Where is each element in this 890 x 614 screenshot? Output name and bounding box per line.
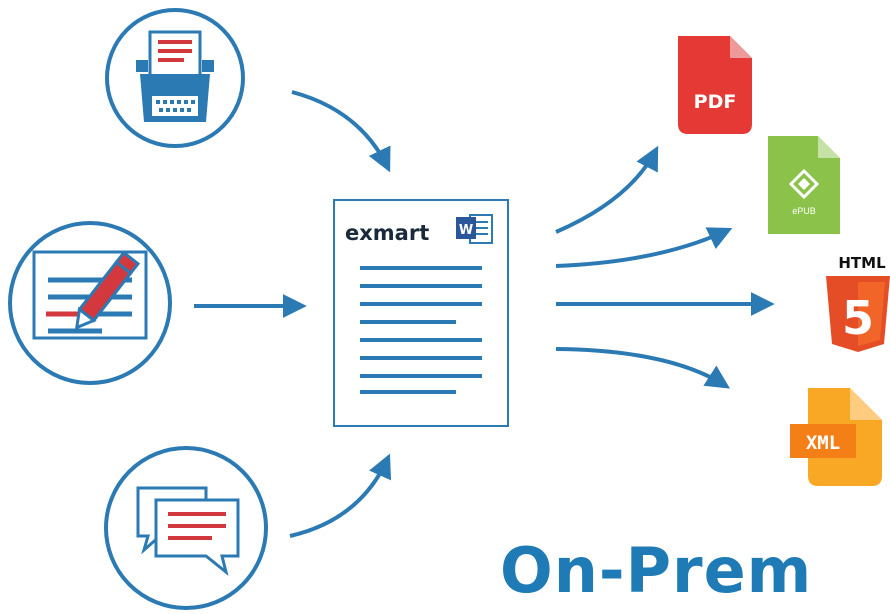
epub-logo bbox=[788, 168, 820, 200]
typewriter-input bbox=[105, 8, 245, 148]
xml-label: XML bbox=[806, 432, 840, 454]
brand-text: exmart bbox=[345, 221, 429, 245]
arrow-document-to-pdf bbox=[555, 145, 659, 234]
arrow-document-to-xml bbox=[555, 347, 731, 389]
pdf-label: PDF bbox=[694, 91, 737, 113]
typewriter-icon bbox=[136, 30, 214, 122]
xml-file-icon: XML bbox=[790, 388, 882, 486]
central-document: exmart W bbox=[333, 199, 509, 427]
word-badge: W bbox=[459, 223, 473, 238]
headline-title: On-Prem bbox=[500, 534, 813, 607]
word-icon: W bbox=[456, 214, 493, 244]
html5-icon: HTML 5 bbox=[826, 254, 890, 352]
chat-bubbles-icon bbox=[136, 486, 240, 576]
epub-file-icon: ePUB bbox=[768, 136, 840, 234]
chat-input bbox=[104, 446, 268, 610]
document-lines bbox=[360, 266, 482, 394]
exmart-logo: exmart bbox=[345, 221, 429, 245]
pen-edit-icon bbox=[32, 250, 148, 340]
pdf-file-icon: PDF bbox=[678, 36, 752, 134]
html5-badge: 5 bbox=[842, 291, 874, 345]
epub-label: ePUB bbox=[792, 206, 816, 216]
editing-input bbox=[8, 221, 172, 385]
arrow-document-to-epub bbox=[555, 227, 733, 268]
arrow-typewriter-to-document bbox=[291, 90, 391, 173]
arrow-chat-to-document bbox=[289, 453, 392, 538]
html-label: HTML bbox=[838, 254, 886, 272]
